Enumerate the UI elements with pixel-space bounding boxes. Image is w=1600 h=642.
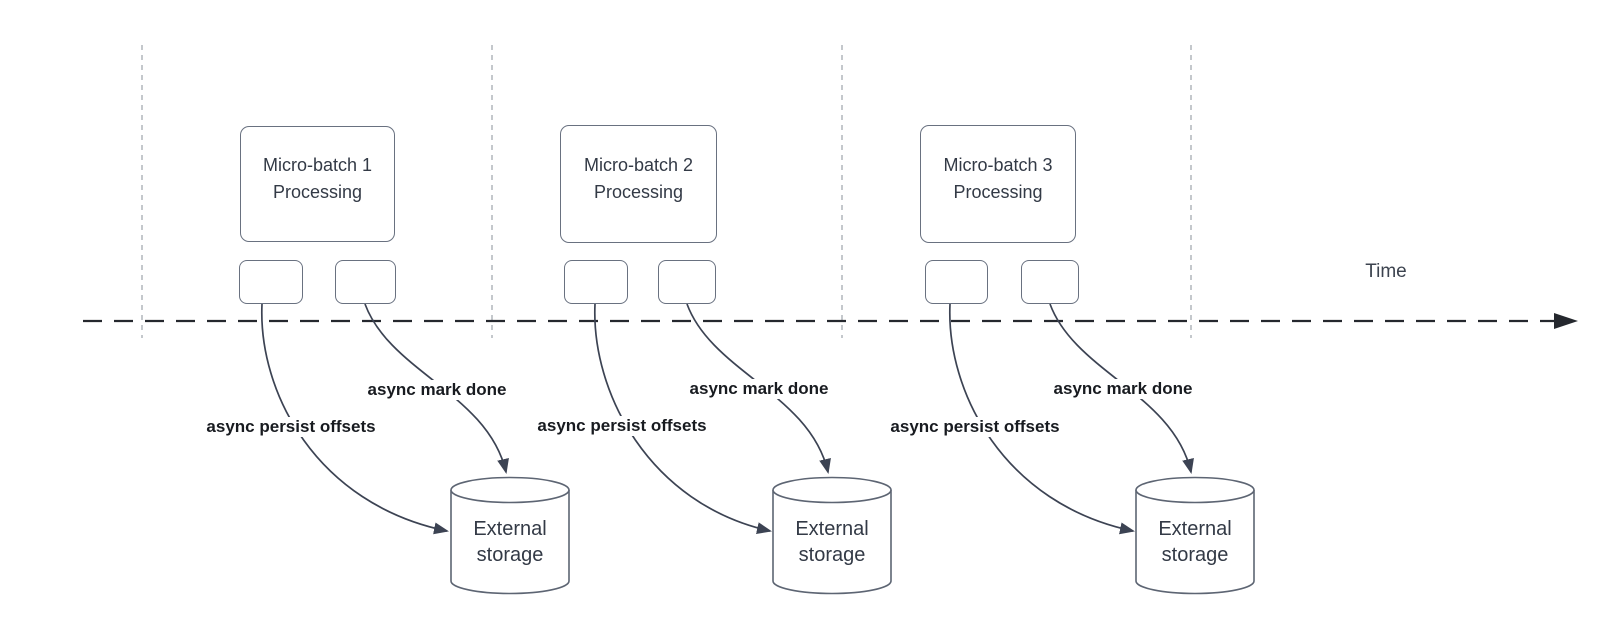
- micro-batch-2-processing-box: Micro-batch 2 Processing: [560, 125, 717, 243]
- cylinder-top: [1135, 476, 1255, 504]
- async-persist-offsets-label-1: async persist offsets: [203, 417, 379, 437]
- external-storage-cylinder-1: [450, 476, 570, 595]
- async-mark-done-label-3: async mark done: [1050, 379, 1196, 399]
- micro-batch-1-persist-task-box: [239, 260, 303, 304]
- async-mark-done-label-2: async mark done: [686, 379, 832, 399]
- micro-batch-3-persist-task-box: [925, 260, 988, 304]
- external-storage-label-2: External storage: [795, 518, 869, 566]
- micro-batch-2-done-task-box: [658, 260, 716, 304]
- cylinder-top: [450, 476, 570, 504]
- timeline-guides: [141, 45, 1192, 338]
- micro-batch-1-processing-box: Micro-batch 1 Processing: [240, 126, 395, 242]
- async-persist-offsets-arrow-1: [261, 303, 449, 535]
- cylinder-body: [1135, 490, 1255, 595]
- async-mark-done-label-1: async mark done: [364, 380, 510, 400]
- external-storage-cylinder-3: [1135, 476, 1255, 595]
- external-storage-label-3: External storage: [1158, 518, 1232, 566]
- async-persist-offsets-label-3: async persist offsets: [887, 417, 1063, 437]
- time-axis-label: Time: [1365, 261, 1407, 282]
- external-storage-cylinder-2: [772, 476, 892, 595]
- cylinder-top: [772, 476, 892, 504]
- micro-batch-3-processing-box: Micro-batch 3 Processing: [920, 125, 1076, 243]
- async-persist-offsets-label-2: async persist offsets: [534, 416, 710, 436]
- cylinder-body: [772, 490, 892, 595]
- external-storage-label-1: External storage: [473, 518, 547, 566]
- micro-batch-1-done-task-box: [335, 260, 396, 304]
- micro-batch-2-persist-task-box: [564, 260, 628, 304]
- async-persist-offsets-arrow-2: [594, 303, 772, 535]
- cylinder-body: [450, 490, 570, 595]
- async-persist-offsets-arrow-3: [949, 303, 1135, 535]
- micro-batch-3-done-task-box: [1021, 260, 1079, 304]
